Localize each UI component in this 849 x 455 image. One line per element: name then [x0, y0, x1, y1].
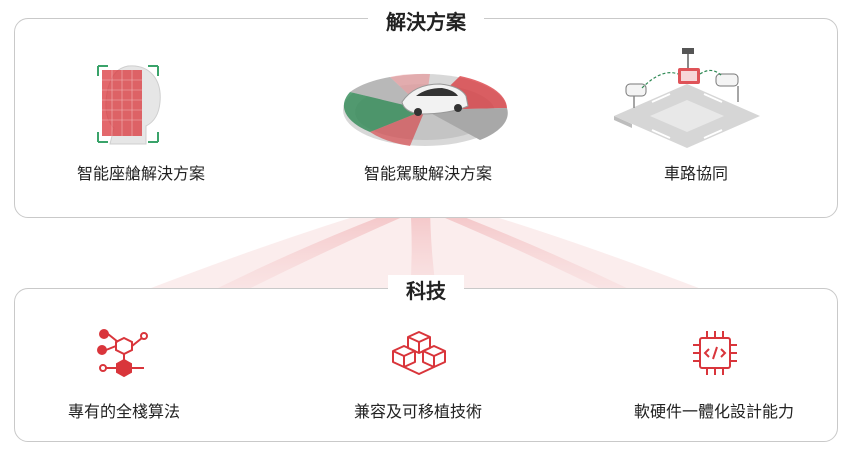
technology-title: 科技 — [388, 275, 464, 304]
intersection-v2x-icon — [614, 48, 760, 148]
solutions-title: 解決方案 — [368, 6, 484, 35]
face-scan-icon — [97, 65, 161, 145]
stacked-blocks-icon — [392, 331, 446, 375]
tech-label-portable-tech: 兼容及可移植技術 — [353, 402, 483, 421]
solution-label-v2x: 車路協同 — [663, 164, 729, 183]
algorithm-network-icon — [97, 329, 148, 378]
solution-label-smart-cockpit: 智能座艙解決方案 — [76, 164, 206, 183]
tech-label-hw-sw-integration: 軟硬件一體化設計能力 — [633, 402, 795, 421]
solution-label-smart-driving: 智能駕駛解決方案 — [363, 164, 493, 183]
autonomous-car-sensor-icon — [343, 73, 508, 146]
chip-code-icon — [693, 331, 737, 375]
tech-label-full-stack-algorithm: 專有的全棧算法 — [67, 402, 181, 421]
